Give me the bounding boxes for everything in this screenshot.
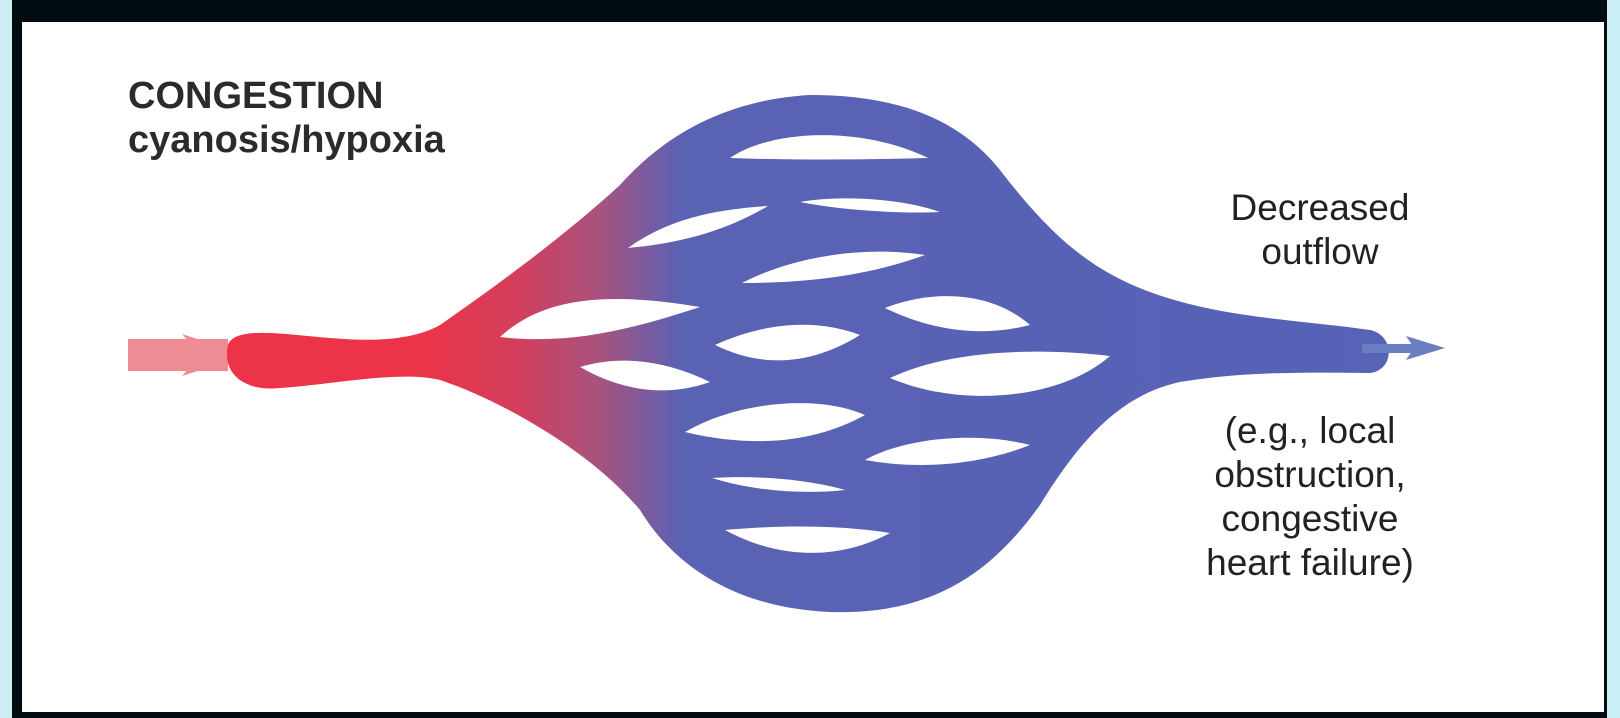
causes-label-line4: heart failure) <box>1175 541 1445 585</box>
causes-label: (e.g., local obstruction, congestive hea… <box>1175 409 1445 585</box>
outflow-label-line2: outflow <box>1195 230 1445 274</box>
causes-label-line1: (e.g., local <box>1175 409 1445 453</box>
outflow-label-line1: Decreased <box>1195 186 1445 230</box>
causes-label-line3: congestive <box>1175 497 1445 541</box>
title-line-congestion: CONGESTION <box>128 74 445 118</box>
diagram-title: CONGESTION cyanosis/hypoxia <box>128 74 445 162</box>
outflow-label: Decreased outflow <box>1195 186 1445 274</box>
title-line-cyanosis: cyanosis/hypoxia <box>128 118 445 162</box>
causes-label-line2: obstruction, <box>1175 453 1445 497</box>
